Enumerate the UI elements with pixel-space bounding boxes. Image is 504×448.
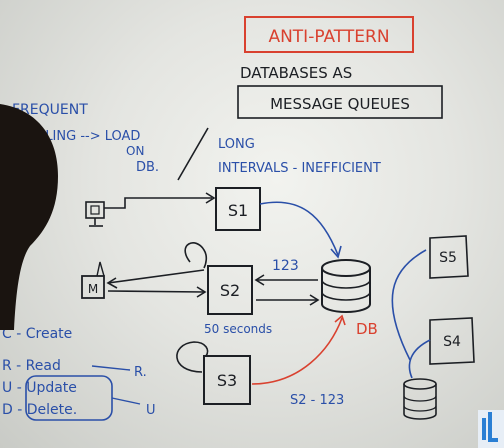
subtitle-line1: DATABASES AS [240,64,352,82]
u-label: U [146,403,156,418]
crud-update: U - Update [2,380,77,396]
s1-to-db-arrow [259,201,339,256]
frequent-text: FREQUENT [12,102,88,118]
db-dot-text: DB. [136,160,159,175]
subtitle-line2: MESSAGE QUEUES [270,95,410,113]
m-label: M [88,282,98,296]
s1-label: S1 [228,201,248,220]
on-text: ON [126,144,144,158]
s2-self-loop [184,242,208,269]
s5-label: S5 [439,250,457,266]
service-s2-box [207,265,253,315]
computer-icon [85,201,105,219]
long-text: LONG [218,137,255,152]
queue-db-icon [403,378,437,420]
title-text: ANTI-PATTERN [268,27,389,47]
s3-label: S3 [217,371,237,390]
crud-delete: D - Delete. [2,402,77,418]
intervals-text: INTERVALS - INEFFICIENT [218,161,381,176]
s4-label: S4 [443,334,461,350]
s5-to-queue-line [391,249,427,361]
service-s1-box [215,187,261,231]
title-box [244,16,414,53]
service-s3-box [203,355,251,405]
s3-self-loop [176,341,209,373]
s2-label: S2 [220,281,240,300]
s2-to-m-arrow [107,269,205,284]
s2-123-text: S2 - 123 [290,393,344,408]
m-box [81,275,105,299]
crud-create: C - Create [2,326,72,342]
db-label: DB [356,320,378,338]
database-icon [321,259,371,313]
m-to-s2-arrow [107,290,205,293]
crud-read: R - Read [2,358,61,374]
r-label: R. [134,365,147,380]
service-s5-box [429,235,469,279]
number-123: 123 [272,258,299,274]
fifty-seconds-text: 50 seconds [204,322,272,336]
s4-to-queue-line [408,339,431,379]
subtitle-box [237,85,443,119]
service-s4-box [429,317,475,365]
divider-slash [177,127,209,181]
presenter-head-silhouette [0,104,58,330]
computer-to-s1-arrow [104,197,212,209]
s3-to-db-arrow [251,317,343,385]
